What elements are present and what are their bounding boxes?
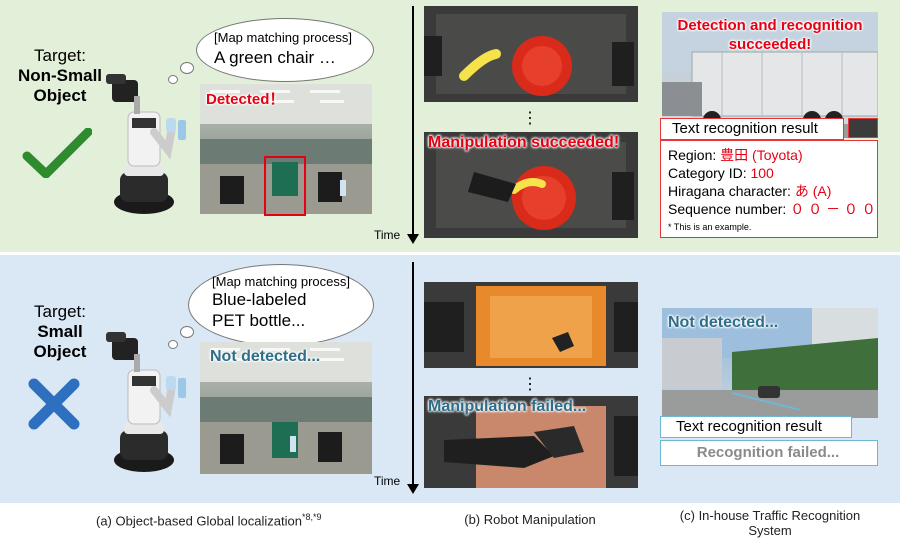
target-line3: Object — [33, 86, 87, 105]
truck-photo — [662, 12, 878, 138]
text-result-title-box — [660, 416, 852, 438]
caption-a-text: (a) Object-based Global localization — [96, 513, 302, 529]
category-row: Category ID: 100 — [668, 164, 876, 182]
recognition-details-box — [660, 140, 878, 238]
detected-label: Detected！ — [206, 91, 285, 108]
text-result-title: Text recognition result — [672, 120, 818, 137]
region-row: Region: 豊田 (Toyota) — [668, 146, 876, 164]
recognition-failed-label: Recognition failed... — [696, 444, 840, 461]
caption-b: (b) Robot Manipulation — [464, 512, 596, 527]
target-prefix: Target: — [34, 46, 86, 65]
thought-dot-small — [168, 340, 178, 349]
thought-cloud-text-line1: Blue-labeled — [212, 290, 307, 309]
manipulation-photo-before — [424, 6, 638, 102]
license-plate-crop — [848, 118, 878, 138]
caption-c-line2: System — [748, 523, 792, 538]
example-note: * This is an example. — [668, 222, 752, 232]
robot-illustration — [106, 332, 186, 472]
robot-illustration — [106, 74, 186, 214]
thought-dot-medium — [180, 62, 194, 74]
text-result-title-box — [660, 118, 844, 140]
manipulation-photo-failed — [424, 396, 638, 488]
thought-dot-small — [168, 75, 178, 84]
street-photo — [662, 308, 878, 418]
thought-cloud-text-line2: PET bottle... — [212, 311, 306, 330]
office-photo-detected — [200, 84, 372, 214]
caption-a: (a) Object-based Global localization*8,*… — [96, 512, 396, 528]
target-line2: Non-Small — [17, 66, 103, 85]
target-line3: Object — [33, 342, 87, 361]
target-line2: Small — [37, 322, 83, 341]
time-axis — [412, 262, 414, 488]
target-non-small-label: Target: Non-Small Object — [10, 46, 110, 106]
time-label: Time — [374, 228, 401, 242]
check-mark-icon — [22, 128, 92, 178]
recognition-details: Region: 豊田 (Toyota) Category ID: 100 Hir… — [668, 146, 876, 218]
caption-c: (c) In-house Traffic Recognition System — [660, 508, 880, 538]
thought-cloud-heading: [Map matching process] — [212, 274, 351, 289]
manipulation-photo-box — [424, 282, 638, 368]
category-value: 100 — [750, 165, 774, 181]
caption-a-superscript: *8,*9 — [301, 512, 322, 522]
manipulation-photo-success — [424, 132, 638, 238]
sequence-label: Sequence number: — [668, 201, 791, 217]
thought-cloud-heading: [Map matching process] — [214, 30, 353, 45]
recognition-succeeded-line2: succeeded! — [728, 36, 812, 53]
recognition-succeeded-line1: Detection and recognition — [677, 17, 863, 34]
detection-box — [264, 156, 306, 216]
recognition-succeeded-label: Detection and recognition succeeded! — [662, 16, 878, 54]
sequence-row: Sequence number: ０ ０ － ０ ０ — [668, 200, 876, 218]
recognition-not-detected-label: Not detected... — [668, 314, 779, 331]
category-label: Category ID: — [668, 165, 751, 181]
ellipsis-dots: ⋮ — [522, 110, 538, 127]
cross-mark-icon — [28, 378, 80, 430]
caption-c-line1: (c) In-house Traffic Recognition — [679, 508, 861, 523]
office-photo-not-detected — [200, 342, 372, 474]
manipulation-failed-label: Manipulation failed... — [428, 398, 587, 415]
time-label: Time — [374, 474, 401, 488]
ellipsis-dots: ⋮ — [522, 376, 538, 393]
text-result-title: Text recognition result — [676, 418, 822, 435]
time-arrow-icon — [407, 484, 419, 494]
time-axis — [412, 6, 414, 238]
not-detected-label: Not detected... — [210, 348, 321, 365]
sequence-value: ０ ０ － ０ ０ — [790, 201, 876, 217]
hiragana-value: あ (A) — [794, 183, 832, 199]
manipulation-succeeded-label: Manipulation succeeded! — [428, 134, 620, 151]
hiragana-label: Hiragana character: — [668, 183, 795, 199]
region-value: 豊田 (Toyota) — [720, 147, 803, 163]
thought-dot-medium — [180, 326, 194, 338]
target-prefix: Target: — [34, 302, 86, 321]
thought-cloud-text: A green chair … — [214, 48, 336, 67]
thought-cloud — [196, 18, 374, 82]
target-small-label: Target: Small Object — [10, 302, 110, 362]
time-arrow-icon — [407, 234, 419, 244]
recognition-failed-box — [660, 440, 878, 466]
hiragana-row: Hiragana character: あ (A) — [668, 182, 876, 200]
region-label: Region: — [668, 147, 721, 163]
